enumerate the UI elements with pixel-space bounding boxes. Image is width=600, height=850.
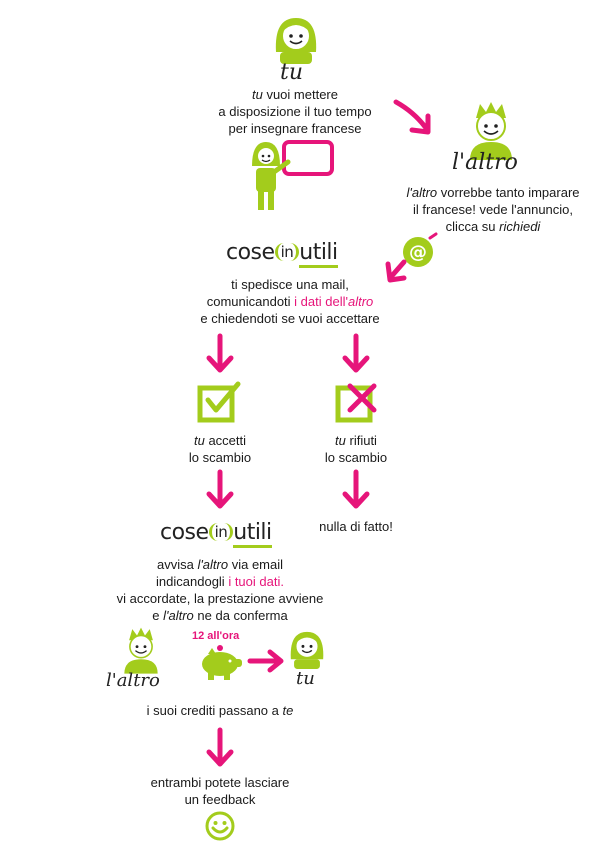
step1-text: tu vuoi mettere a disposizione il tuo te… xyxy=(190,86,400,137)
feedback-line2: un feedback xyxy=(184,792,256,807)
tu-label: tu xyxy=(296,668,315,689)
step3-line3: e chiedendoti se vuoi accettare xyxy=(200,311,380,326)
checkbox-checked-icon xyxy=(197,381,241,423)
rate-label: 12 all'ora xyxy=(192,630,240,642)
down-arrow-icon xyxy=(206,727,234,767)
step4-line2: indicandogli xyxy=(156,574,229,589)
accept-line2: lo scambio xyxy=(188,450,252,465)
logo-right: utili xyxy=(233,520,272,548)
smiley-icon xyxy=(205,811,235,841)
step1-line2: a disposizione il tuo tempo xyxy=(218,104,372,119)
step3-line1: ti spedisce una mail, xyxy=(231,277,349,292)
dati-altro: altro xyxy=(347,294,374,309)
laltro-label: l'altro xyxy=(452,150,518,175)
step2-line1: vorrebbe tanto imparare xyxy=(437,185,580,200)
down-arrow-icon xyxy=(206,469,234,509)
teacher-icon xyxy=(252,140,334,210)
feedback-text: entrambi potete lasciare un feedback xyxy=(120,774,320,808)
logo-right: utili xyxy=(299,240,338,268)
tu-word: tu xyxy=(252,87,263,102)
te-word: te xyxy=(282,703,294,718)
tu-word: tu xyxy=(193,433,205,448)
step4-text: avvisa l'altro via email indicandogli i … xyxy=(80,556,360,624)
step3-text: ti spedisce una mail, comunicandoti i da… xyxy=(140,276,440,327)
nulla-text: nulla di fatto! xyxy=(319,519,393,534)
step2-text: l'altro vorrebbe tanto imparare il franc… xyxy=(388,184,598,235)
reject-text: tu rifiuti lo scambio xyxy=(306,432,406,466)
right-arrow-icon xyxy=(247,649,284,673)
logo-left: cose xyxy=(226,240,275,265)
step1-line1: vuoi mettere xyxy=(262,87,338,102)
tu-word: tu xyxy=(335,433,346,448)
credits-text: i suoi crediti passano a te xyxy=(110,702,330,719)
step4-line4-end: ne da conferma xyxy=(193,608,288,623)
step4-line1-end: via email xyxy=(228,557,284,572)
richiedi-word: richiedi xyxy=(499,219,541,234)
tuoi-dati-link: i tuoi dati. xyxy=(228,574,284,589)
laltro-label: l'altro xyxy=(106,670,160,691)
tu-label: tu xyxy=(280,60,304,85)
step3-line2: comunicandoti xyxy=(206,294,295,309)
feedback-line1: entrambi potete lasciare xyxy=(150,775,290,790)
step2-line3: clicca su xyxy=(445,219,500,234)
accept-text: tu accetti lo scambio xyxy=(170,432,270,466)
down-arrow-icon xyxy=(342,333,370,373)
svg-text:@: @ xyxy=(409,242,427,263)
logo-left: cose xyxy=(160,520,209,545)
accept-line1: accetti xyxy=(204,433,247,448)
arrow-icon xyxy=(393,99,431,135)
email-arrow-icon: @ xyxy=(385,232,438,283)
boy-icon xyxy=(470,102,512,160)
dati-link: i dati dell' xyxy=(294,294,348,309)
down-arrow-icon xyxy=(206,333,234,373)
boy-icon xyxy=(124,627,158,674)
logo-mid: in xyxy=(274,243,300,261)
reject-line1: rifiuti xyxy=(345,433,377,448)
girl-icon xyxy=(275,18,317,64)
laltro-word: l'altro xyxy=(163,608,194,623)
logo-mid: in xyxy=(208,523,234,541)
step4-line3: vi accordate, la prestazione avviene xyxy=(116,591,324,606)
credits-line: i suoi crediti passano a xyxy=(146,703,283,718)
girl-icon xyxy=(290,631,324,669)
reject-line2: lo scambio xyxy=(324,450,388,465)
step4-line4: e xyxy=(152,608,164,623)
checkbox-rejected-icon xyxy=(335,383,377,423)
step4-line1: avvisa xyxy=(156,557,198,572)
piggy-bank-icon xyxy=(202,645,242,680)
laltro-word: l'altro xyxy=(406,185,438,200)
step2-line2: il francese! vede l'annuncio, xyxy=(412,202,574,217)
down-arrow-icon xyxy=(342,469,370,509)
laltro-word: l'altro xyxy=(197,557,229,572)
step1-line3: per insegnare francese xyxy=(228,121,362,136)
